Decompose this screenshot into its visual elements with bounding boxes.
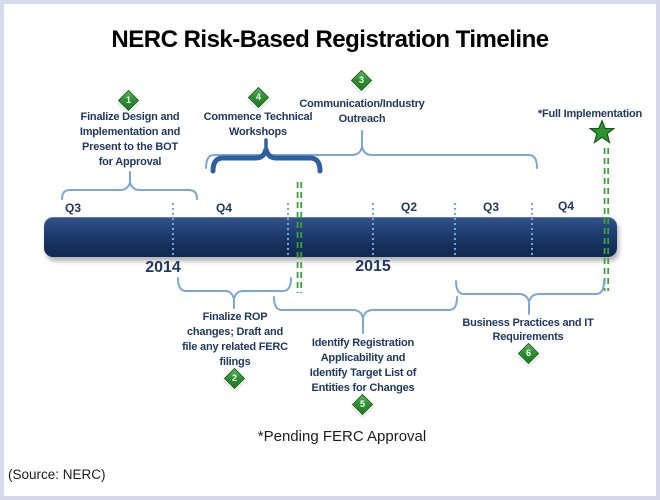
star-icon <box>588 119 616 145</box>
milestone-6-number: 6 <box>525 347 532 358</box>
milestone-5-line: Applicability and <box>320 352 406 364</box>
full-implementation-label: *Full Implementation <box>510 107 660 122</box>
milestone-3-label: Communication/Industry Outreach <box>282 97 442 127</box>
milestone-5-line: Identify Registration <box>311 337 415 349</box>
quarter-label-q4-2014: Q4 <box>215 201 232 215</box>
milestone-6-line: Requirements <box>492 331 564 343</box>
milestone-6-line: Business Practices and IT <box>462 317 594 329</box>
quarter-label-q2-2015: Q2 <box>400 200 417 214</box>
milestone-3-line: Outreach <box>338 113 386 125</box>
quarter-label-q4-2015: Q4 <box>557 199 574 213</box>
milestone-1-line: Present to the BOT <box>81 141 179 153</box>
full-implementation-line: *Full Implementation <box>537 108 643 120</box>
milestone-4-number: 4 <box>255 91 262 102</box>
milestone-4-label: Commence Technical Workshops <box>183 110 333 140</box>
milestone-5-number: 5 <box>359 398 366 409</box>
milestone-1-number: 1 <box>125 94 132 105</box>
milestone-4-line: Workshops <box>229 126 287 138</box>
milestone-1-label: Finalize Design and Implementation and P… <box>50 110 210 170</box>
milestone-4-line: Commence Technical <box>203 111 313 123</box>
page-title: NERC Risk-Based Registration Timeline <box>111 26 549 53</box>
milestone-1-line: for Approval <box>98 156 162 168</box>
milestone-2-label: Finalize ROP changes; Draft and file any… <box>160 310 310 370</box>
source-attribution: (Source: NERC) <box>8 467 106 482</box>
milestone-5-label: Identify Registration Applicability and … <box>283 336 443 396</box>
year-label-2014: 2014 <box>145 259 181 276</box>
quarter-label-q3-2015: Q3 <box>482 200 499 214</box>
milestone-2-line: Finalize ROP <box>202 311 268 323</box>
timeline-bar <box>44 217 617 257</box>
pending-ferc-footnote: *Pending FERC Approval <box>257 428 427 445</box>
milestone-6-label: Business Practices and IT Requirements <box>448 316 608 344</box>
milestone-3-line: Communication/Industry <box>299 98 425 110</box>
quarter-label-q3-2014: Q3 <box>64 201 81 215</box>
year-label-2015: 2015 <box>355 258 391 275</box>
milestone-1-line: Finalize Design and <box>80 111 180 123</box>
milestone-1-line: Implementation and <box>79 126 181 138</box>
milestone-5-line: Entities for Changes <box>311 382 415 394</box>
milestone-2-line: file any related FERC <box>182 341 288 353</box>
milestone-3-number: 3 <box>358 74 365 85</box>
milestone-2-line: changes; Draft and <box>186 326 284 338</box>
milestone-5-line: Identify Target List of <box>309 367 417 379</box>
milestone-2-line: filings <box>219 356 251 368</box>
milestone-2-number: 2 <box>231 372 238 383</box>
